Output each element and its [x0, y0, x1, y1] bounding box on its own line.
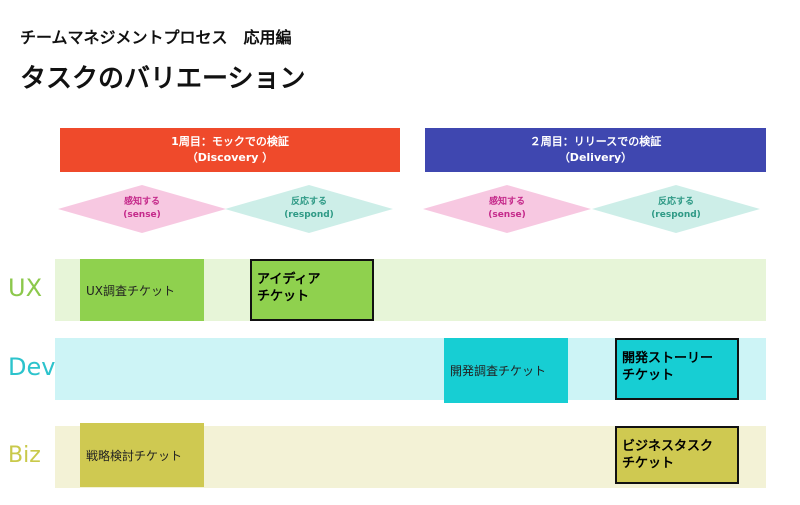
ticket-label-line2: チケット [622, 368, 675, 383]
ticket-label: 開発ストーリー チケット [622, 350, 713, 384]
ticket-label: ビジネスタスク チケット [622, 438, 713, 472]
diamond-shape [423, 185, 591, 233]
ticket-label: UX調査チケット [86, 283, 176, 298]
activity-label: 反応する (respond) [225, 185, 393, 233]
page-title: タスクのバリエーション [20, 64, 306, 94]
activity-respond-2: 反応する (respond) [592, 185, 760, 233]
page-subtitle: チームマネジメントプロセス 応用編 [20, 28, 292, 47]
ticket-label-line1: アイディア [257, 272, 321, 287]
activity-title: 感知する [488, 197, 525, 207]
ticket-dev-story: 開発ストーリー チケット [615, 338, 739, 400]
diamond-shape [225, 185, 393, 233]
phase-title: ２周目：リリースでの検証 [529, 135, 662, 148]
activity-sub: (respond) [651, 210, 701, 220]
activity-label: 感知する (sense) [423, 185, 591, 233]
ticket-label: 戦略検討チケット [86, 448, 183, 463]
lane-label-dev: Dev [8, 353, 56, 381]
lane-label-ux: UX [8, 274, 43, 302]
phase-subtitle: （Delivery） [558, 151, 633, 164]
ticket-biz-task: ビジネスタスク チケット [615, 426, 739, 484]
ticket-strategy: 戦略検討チケット [80, 423, 204, 487]
phase-title: 1周目：モックでの検証 [171, 135, 289, 148]
ticket-label: アイディア チケット [257, 271, 320, 305]
activity-label: 感知する (sense) [58, 185, 226, 233]
activity-label: 反応する (respond) [592, 185, 760, 233]
phase-header-delivery: ２周目：リリースでの検証 （Delivery） [425, 128, 766, 172]
activity-respond-1: 反応する (respond) [225, 185, 393, 233]
ticket-label-line2: チケット [257, 289, 310, 304]
ticket-label-line2: チケット [622, 456, 675, 471]
activity-sub: (sense) [488, 210, 526, 220]
diamond-shape [58, 185, 226, 233]
ticket-idea: アイディア チケット [250, 259, 374, 321]
diamond-shape [592, 185, 760, 233]
ticket-ux-research: UX調査チケット [80, 259, 204, 321]
ticket-label-line1: 開発ストーリー [622, 351, 714, 366]
activity-sense-2: 感知する (sense) [423, 185, 591, 233]
activity-sub: (respond) [284, 210, 334, 220]
phase-subtitle: （Discovery ） [186, 151, 274, 164]
ticket-label-line1: ビジネスタスク [622, 439, 714, 454]
phase-header-discovery: 1周目：モックでの検証 （Discovery ） [60, 128, 400, 172]
ticket-label: 開発調査チケット [450, 364, 547, 378]
activity-sense-1: 感知する (sense) [58, 185, 226, 233]
lane-label-biz: Biz [8, 443, 41, 468]
activity-title: 感知する [123, 197, 160, 207]
activity-sub: (sense) [123, 210, 161, 220]
ticket-dev-research: 開発調査チケット [444, 338, 568, 403]
activity-title: 反応する [290, 197, 327, 207]
activity-title: 反応する [657, 197, 694, 207]
